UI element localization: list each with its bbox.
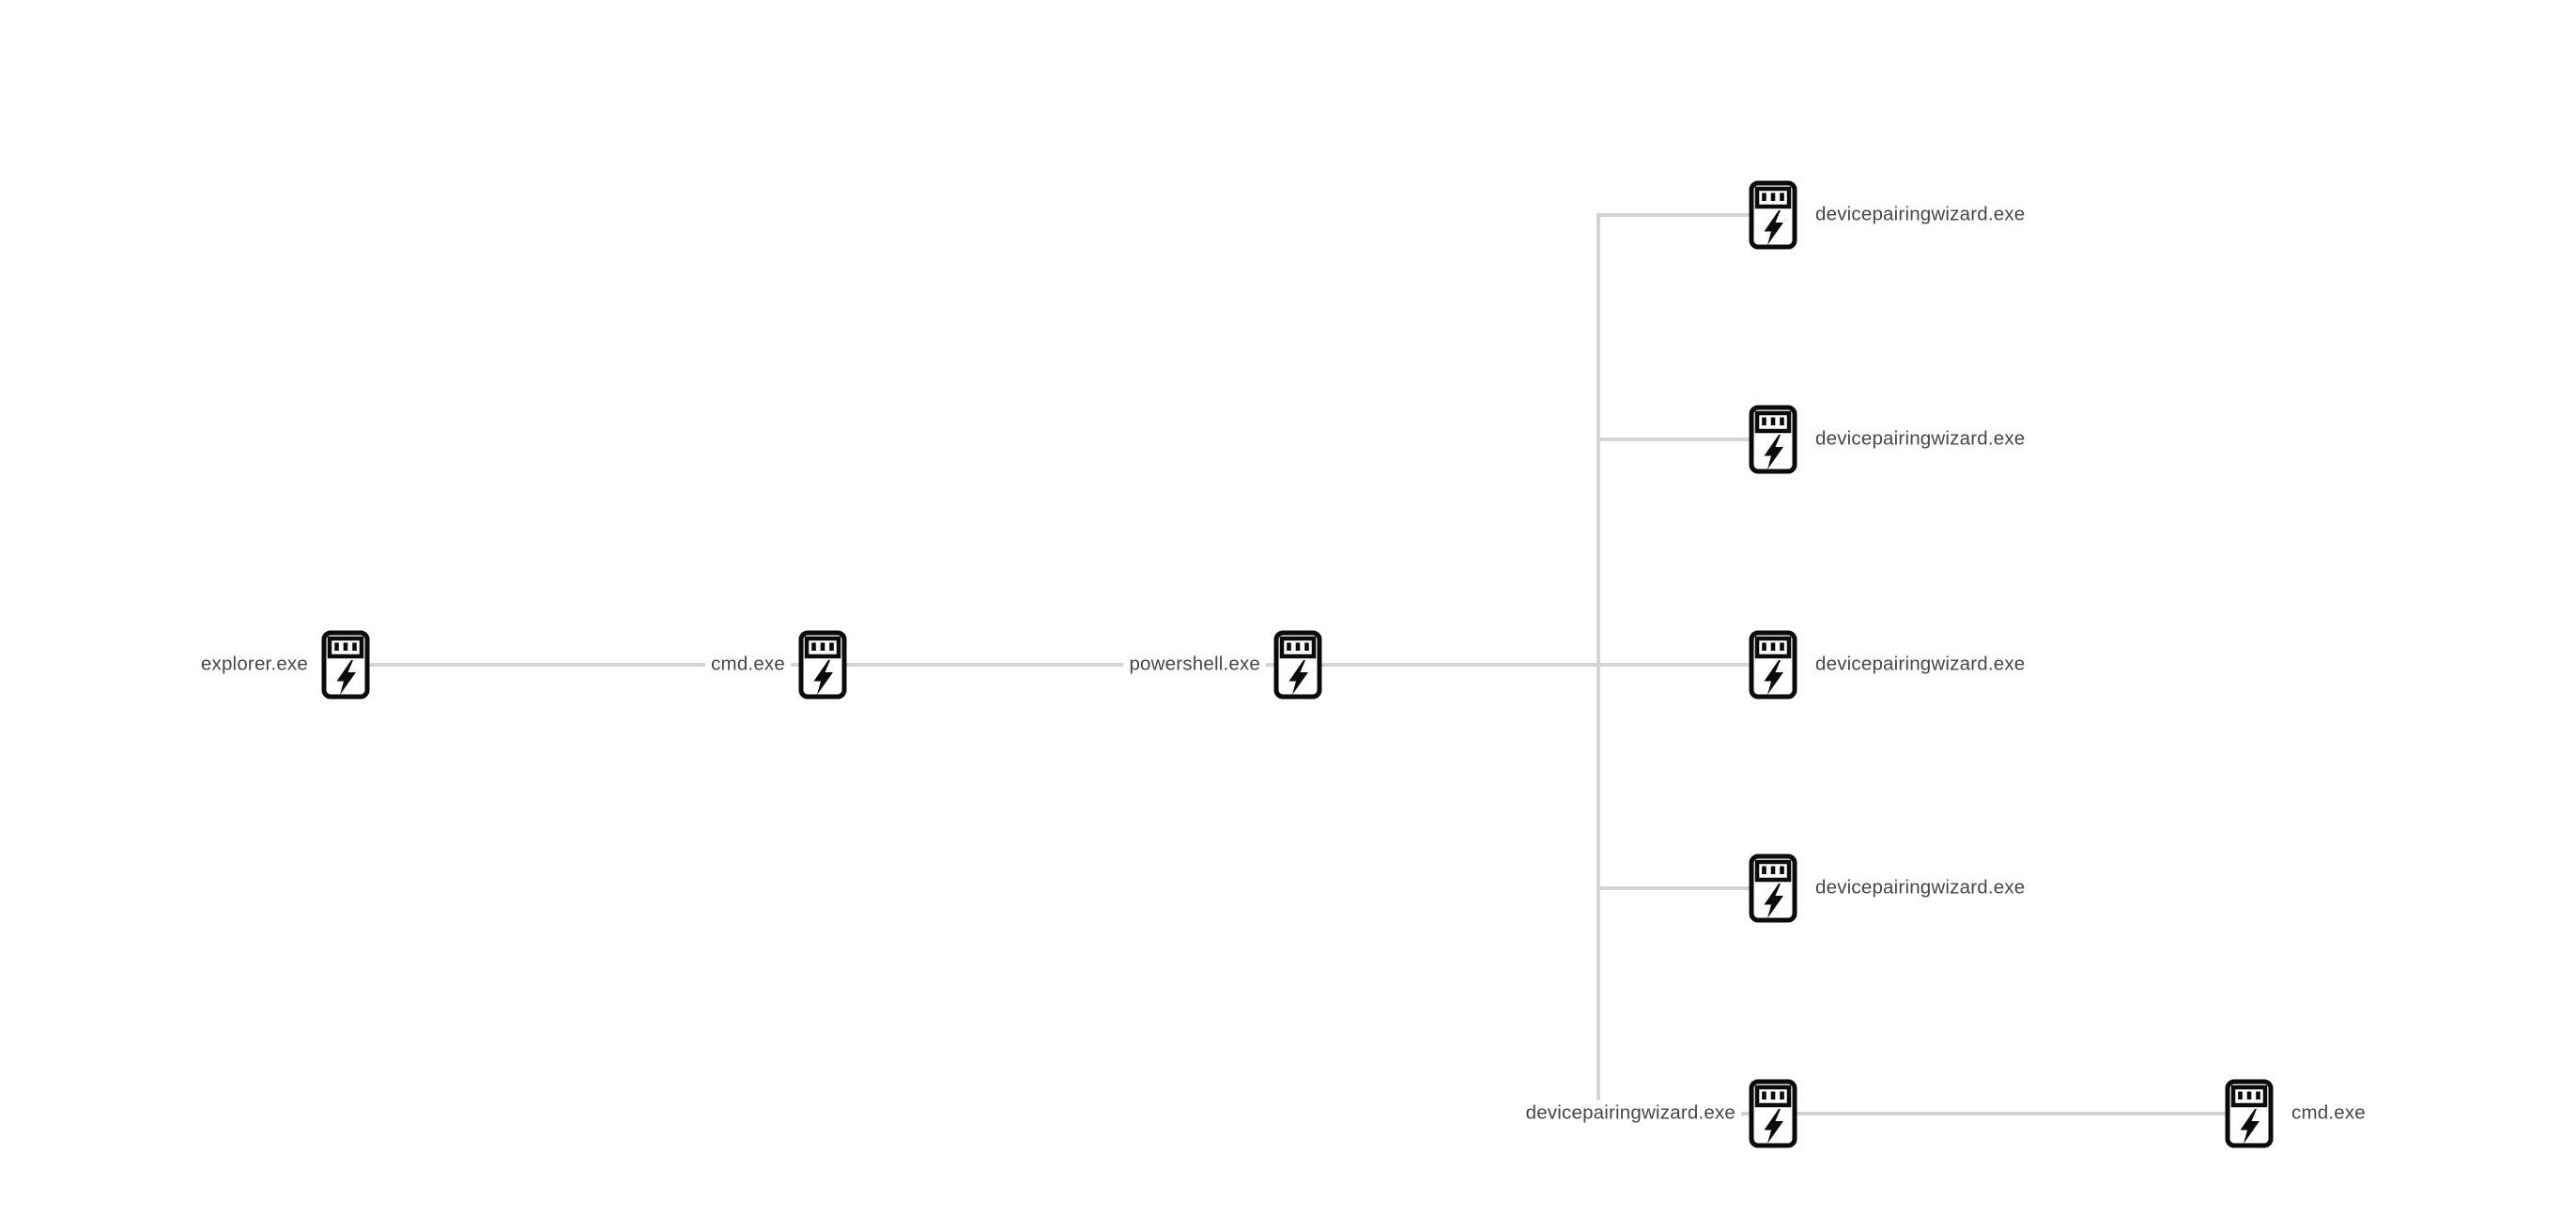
process-node-dpw-1[interactable]: devicepairingwizard.exe bbox=[1749, 180, 2031, 250]
process-icon[interactable] bbox=[1749, 854, 1797, 923]
edge-line-horizontal bbox=[1598, 886, 1773, 890]
process-node-dpw-3[interactable]: devicepairingwizard.exe bbox=[1749, 630, 2031, 700]
process-label[interactable]: devicepairingwizard.exe bbox=[1810, 651, 2031, 679]
edge-line-horizontal bbox=[1773, 1112, 2249, 1115]
edge-line-horizontal bbox=[1598, 438, 1773, 441]
process-icon[interactable] bbox=[1749, 180, 1797, 250]
process-icon[interactable] bbox=[1749, 630, 1797, 700]
edge-line-horizontal bbox=[1298, 663, 1598, 667]
process-icon[interactable] bbox=[321, 630, 370, 700]
process-label[interactable]: cmd.exe bbox=[705, 651, 791, 679]
process-node-explorer[interactable]: explorer.exe bbox=[194, 630, 370, 700]
process-label[interactable]: devicepairingwizard.exe bbox=[1519, 1100, 1741, 1128]
process-icon[interactable] bbox=[2225, 1079, 2274, 1148]
process-label[interactable]: devicepairingwizard.exe bbox=[1810, 425, 2031, 454]
process-node-powershell[interactable]: powershell.exe bbox=[1123, 630, 1322, 700]
edge-line-horizontal bbox=[346, 663, 823, 667]
process-icon[interactable] bbox=[1749, 1079, 1797, 1148]
process-label[interactable]: devicepairingwizard.exe bbox=[1810, 874, 2031, 902]
process-node-dpw-5[interactable]: devicepairingwizard.exe bbox=[1519, 1079, 1797, 1148]
process-label[interactable]: devicepairingwizard.exe bbox=[1810, 201, 2031, 229]
process-label[interactable]: cmd.exe bbox=[2286, 1100, 2371, 1128]
process-label[interactable]: explorer.exe bbox=[194, 651, 314, 679]
edge-line-horizontal bbox=[823, 663, 1298, 667]
process-node-cmd-2[interactable]: cmd.exe bbox=[2225, 1079, 2371, 1148]
process-node-dpw-2[interactable]: devicepairingwizard.exe bbox=[1749, 405, 2031, 474]
edge-line-horizontal bbox=[1598, 213, 1773, 217]
process-node-dpw-4[interactable]: devicepairingwizard.exe bbox=[1749, 854, 2031, 923]
process-icon[interactable] bbox=[1749, 405, 1797, 474]
process-icon[interactable] bbox=[1273, 630, 1322, 700]
process-label[interactable]: powershell.exe bbox=[1123, 651, 1266, 679]
process-icon[interactable] bbox=[798, 630, 847, 700]
process-node-cmd-1[interactable]: cmd.exe bbox=[705, 630, 847, 700]
edge-line-horizontal bbox=[1598, 663, 1773, 667]
